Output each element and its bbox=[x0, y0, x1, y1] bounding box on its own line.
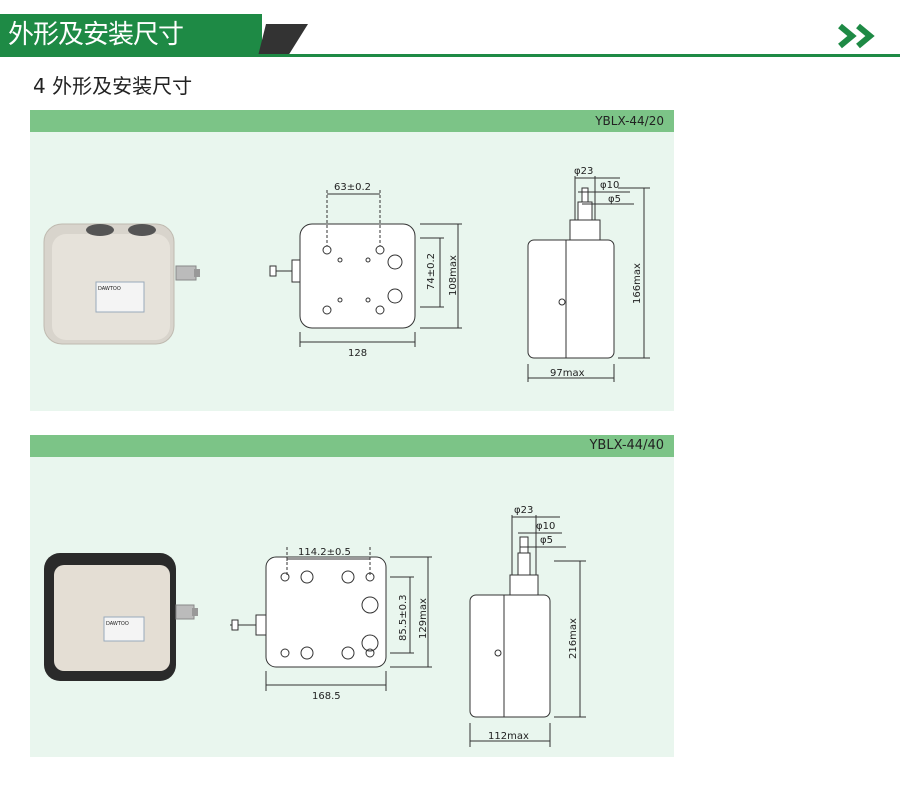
panel-yblx-44-40: YBLX-44/40 DAWTOO bbox=[30, 435, 674, 757]
double-chevron-right-icon[interactable] bbox=[836, 22, 880, 50]
product-photo-label: DAWTOO bbox=[106, 621, 129, 627]
side-depth-label: 112max bbox=[488, 731, 529, 742]
header-tab-title: 外形及安装尺寸 bbox=[8, 20, 184, 50]
side-height-label: 216max bbox=[568, 618, 579, 659]
side-dia1-label: φ23 bbox=[574, 166, 593, 177]
panel-model-bar: YBLX-44/20 bbox=[30, 110, 674, 132]
front-height-inner-label: 85.5±0.3 bbox=[398, 594, 409, 641]
section-title: 4 外形及安装尺寸 bbox=[33, 74, 193, 98]
side-dia2-label: φ10 bbox=[600, 180, 619, 191]
side-dia2-label: φ10 bbox=[536, 521, 555, 532]
front-hole-spacing-label: 114.2±0.5 bbox=[298, 547, 351, 558]
front-view-drawing bbox=[269, 190, 462, 347]
front-height-total-label: 108max bbox=[448, 255, 459, 296]
front-width-label: 128 bbox=[348, 348, 367, 359]
side-view-drawing bbox=[527, 176, 650, 382]
panel-drawings: DAWTOO 1 bbox=[44, 505, 586, 747]
side-height-label: 166max bbox=[632, 263, 643, 304]
side-dia1-label: φ23 bbox=[514, 505, 533, 516]
panel-yblx-44-20: YBLX-44/20 DAWTOO bbox=[30, 110, 674, 411]
side-dia3-label: φ5 bbox=[608, 194, 621, 205]
panel-drawings: DAWTOO 63±0.2 bbox=[43, 166, 650, 382]
side-view-drawing bbox=[469, 515, 586, 747]
product-photo-label: DAWTOO bbox=[98, 286, 121, 292]
front-height-total-label: 129max bbox=[418, 598, 429, 639]
side-dia3-label: φ5 bbox=[540, 535, 553, 546]
header-tab: 外形及安装尺寸 bbox=[0, 14, 262, 56]
panel-model-label: YBLX-44/40 bbox=[589, 438, 664, 453]
header-wedge bbox=[258, 24, 308, 56]
front-view-drawing bbox=[230, 547, 432, 691]
side-depth-label: 97max bbox=[550, 368, 585, 379]
front-hole-spacing-label: 63±0.2 bbox=[334, 182, 371, 193]
product-photo: DAWTOO bbox=[44, 553, 198, 681]
header-divider bbox=[0, 54, 900, 57]
product-photo: DAWTOO bbox=[43, 223, 200, 345]
front-height-inner-label: 74±0.2 bbox=[426, 253, 437, 290]
panel-model-bar: YBLX-44/40 bbox=[30, 435, 674, 457]
front-width-label: 168.5 bbox=[312, 691, 341, 702]
panel-model-label: YBLX-44/20 bbox=[595, 114, 664, 128]
